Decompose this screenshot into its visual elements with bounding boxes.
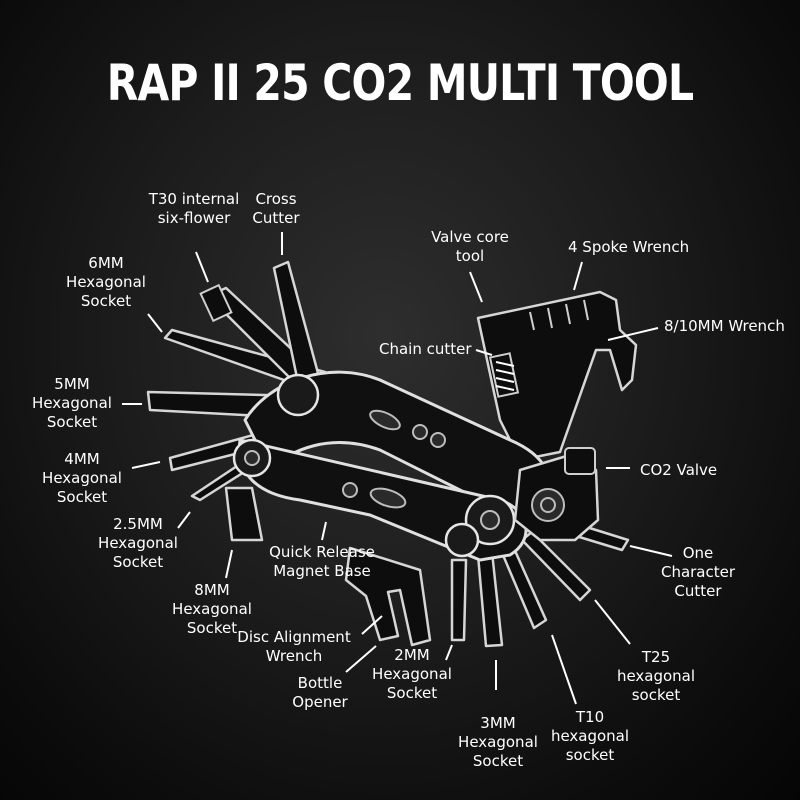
leader-quick [321,521,327,541]
body-hole-3 [430,432,446,448]
label-4mm-hex: 4MM Hexagonal Socket [42,450,122,506]
label-3mm-hex: 3MM Hexagonal Socket [458,714,538,770]
leader-2mm [445,644,453,661]
label-co2-valve: CO2 Valve [640,461,718,479]
body-hole-2 [412,424,428,440]
label-6mm-hex: 6MM Hexagonal Socket [66,254,146,310]
label-2-5mm-hex: 2.5MM Hexagonal Socket [98,515,178,571]
spoke-wrench-teeth [529,299,589,331]
diagram-title: RAP II 25 CO2 MULTI TOOL [106,54,694,112]
tool-t25 [520,530,592,602]
label-8mm-hex: 8MM Hexagonal Socket [172,581,252,637]
co2-valve-thread-inner [540,497,556,513]
body-hole-5 [369,487,407,509]
label-bottle-opener: Bottle Opener [292,674,348,711]
label-quick-release: Quick Release Magnet Base [269,543,375,580]
leader-6mm [147,313,163,333]
leader-spoke [573,261,583,291]
pivot-bolt-left-inner [244,450,260,466]
leader-valve-core [469,271,483,303]
leader-one-char [629,545,673,557]
label-t10-socket: T10 hexagonal socket [550,708,630,764]
body-hole-1 [369,409,401,431]
tool-disc-wrench [344,546,432,647]
leader-bottle [345,645,377,673]
tool-t30-tip [199,283,233,323]
label-5mm-hex: 5MM Hexagonal Socket [32,375,112,431]
leader-t10 [551,634,577,705]
pivot-bolt-lower [444,522,480,558]
tool-2mm-hex [450,558,468,642]
leader-4mm [131,461,161,469]
pivot-bolt-right-inner [480,510,500,530]
label-cross-cutter: Cross Cutter [252,190,300,227]
body-hole-4 [342,482,358,498]
co2-valve-cap [564,447,596,475]
leader-t25 [594,599,631,645]
leader-8mm [225,549,233,579]
leader-disc [361,615,383,635]
label-t30: T30 internal six-flower [148,190,240,227]
pivot-bolt-top [276,373,320,417]
leader-chain [475,349,493,356]
label-8-10mm-wrench: 8/10MM Wrench [664,317,785,335]
label-t25-socket: T25 hexagonal socket [616,648,696,704]
label-valve-core-tool: Valve core tool [431,228,509,265]
label-disc-alignment-wrench: Disc Alignment Wrench [237,628,351,665]
label-chain-cutter: Chain cutter [379,340,472,358]
leader-t30 [195,251,209,283]
label-one-character-cutter: One Character Cutter [660,544,736,600]
tool-8mm-hex [224,486,264,542]
leader-2-5mm [177,511,191,529]
tool-3mm-hex [476,550,504,648]
chain-cutter-spring [495,361,515,391]
label-2mm-hex: 2MM Hexagonal Socket [372,646,452,702]
leader-8-10 [607,327,659,341]
label-4-spoke-wrench: 4 Spoke Wrench [568,238,690,256]
